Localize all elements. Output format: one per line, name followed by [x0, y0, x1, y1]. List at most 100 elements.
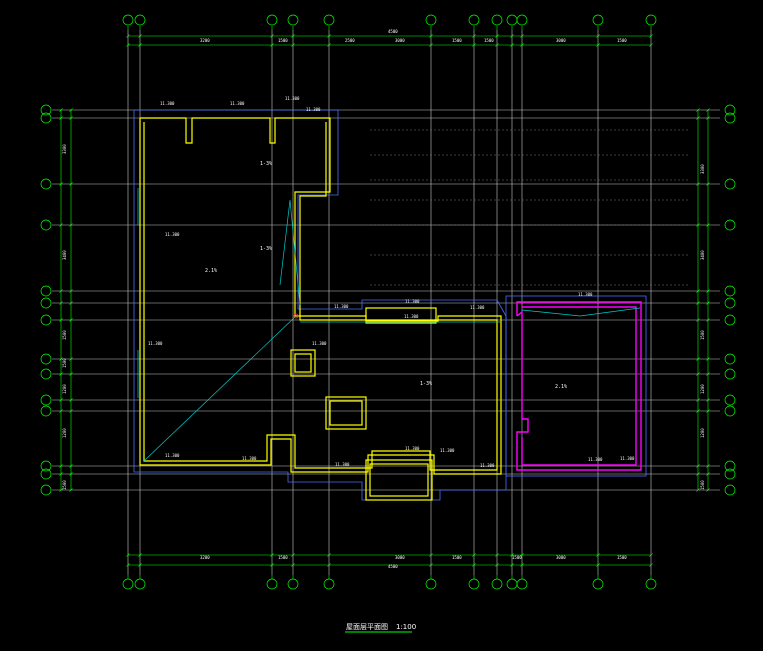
dimension-tick: [495, 563, 499, 567]
top-dim: 1500: [617, 38, 627, 43]
elevation-tag: 11.300: [588, 457, 603, 462]
dimension-tick: [696, 398, 700, 402]
elevation-tag: 11.300: [312, 341, 327, 346]
dimension-tick: [706, 108, 710, 112]
axis-bubble: [40, 219, 52, 231]
dimension-tick: [696, 409, 700, 413]
dimension-tick: [59, 398, 63, 402]
axis-bubble: [287, 14, 299, 26]
dimension-tick: [596, 563, 600, 567]
axis-bubble: [323, 578, 335, 590]
axis-bubble: [724, 112, 736, 124]
right-dimension-labels: 3300 3400 1500 1200 1200 1500: [700, 164, 705, 490]
dimension-tick: [706, 318, 710, 322]
dimension-tick: [69, 301, 73, 305]
dimension-tick: [706, 464, 710, 468]
bottom-dim: 3000: [556, 555, 566, 560]
axis-bubble: [40, 297, 52, 309]
dimension-tick: [291, 43, 295, 47]
dimension-tick: [126, 553, 130, 557]
dimension-tick: [69, 472, 73, 476]
dimension-tick: [59, 464, 63, 468]
axis-bubble: [724, 368, 736, 380]
axis-bubble: [491, 578, 503, 590]
overall-dimension-top: 4500: [388, 29, 398, 34]
top-dimension-labels: 3200 1500 2500 3000 1500 1500 3000 1500: [200, 38, 627, 43]
dimension-tick: [510, 34, 514, 38]
dimension-tick: [59, 472, 63, 476]
left-dimension-labels: 3300 3400 1500 1500 1200 1200 1500: [62, 144, 67, 490]
bottom-dim: 1500: [617, 555, 627, 560]
dimension-tick: [510, 43, 514, 47]
elevation-tag: 11.300: [470, 305, 485, 310]
axis-bubble: [468, 14, 480, 26]
axis-bubbles: [40, 14, 736, 590]
axis-bubble: [40, 112, 52, 124]
axis-bubble: [40, 353, 52, 365]
dimension-tick: [510, 553, 514, 557]
elevation-tag: 11.300: [242, 456, 257, 461]
dimension-tick: [291, 553, 295, 557]
dimension-tick: [472, 43, 476, 47]
bottom-dim: 1500: [452, 555, 462, 560]
dimension-tick: [706, 301, 710, 305]
left-dim: 1500: [62, 358, 67, 368]
dimension-tick: [59, 488, 63, 492]
dimension-tick: [69, 409, 73, 413]
right-dim: 1500: [700, 480, 705, 490]
left-dim: 1500: [62, 480, 67, 490]
axis-bubble: [724, 394, 736, 406]
dimension-tick: [706, 488, 710, 492]
dimension-tick: [649, 43, 653, 47]
room-label: 1-3%: [260, 161, 272, 167]
dimension-tick: [429, 34, 433, 38]
top-dim: 2500: [345, 38, 355, 43]
dimension-tick: [59, 372, 63, 376]
bottom-dim: 1500: [278, 555, 288, 560]
axis-bubble: [40, 405, 52, 417]
dimension-tick: [429, 563, 433, 567]
axis-bubble: [468, 578, 480, 590]
left-dim: 1200: [62, 384, 67, 394]
dimension-tick: [596, 34, 600, 38]
axis-bubble: [645, 14, 657, 26]
building-outline: [133, 109, 647, 501]
dimension-tick: [327, 43, 331, 47]
dimension-tick: [706, 372, 710, 376]
dimension-tick: [291, 563, 295, 567]
right-roof-outline: [516, 301, 642, 471]
top-dim: 1500: [484, 38, 494, 43]
dimension-tick: [706, 289, 710, 293]
dimension-tick: [69, 464, 73, 468]
elevation-tag: 11.300: [165, 453, 180, 458]
axis-bubble: [516, 578, 528, 590]
right-dim: 3300: [700, 164, 705, 174]
dimension-tick: [696, 372, 700, 376]
elevation-tag: 11.300: [148, 341, 163, 346]
dimension-tick: [270, 34, 274, 38]
dimension-tick: [59, 108, 63, 112]
elevation-tag: 11.300: [440, 448, 455, 453]
dimension-tick: [69, 398, 73, 402]
dimension-tick: [138, 563, 142, 567]
dimension-tick: [696, 289, 700, 293]
axis-bubble: [323, 14, 335, 26]
room-label: 2.1%: [555, 384, 567, 390]
elevation-tag: 11.300: [404, 314, 419, 319]
drainage-slope-lines: [137, 188, 641, 462]
elevation-tag: 11.300: [334, 304, 349, 309]
dimension-tick: [126, 43, 130, 47]
dimension-tick: [59, 318, 63, 322]
dimension-tick: [472, 563, 476, 567]
dimension-tick: [706, 182, 710, 186]
axis-lines: [52, 30, 720, 575]
elevation-tag: 11.300: [306, 107, 321, 112]
elevation-tag: 11.300: [160, 101, 175, 106]
dimension-tick: [696, 488, 700, 492]
room-label: 2.1%: [205, 268, 217, 274]
axis-bubble: [40, 468, 52, 480]
dimension-tick: [138, 34, 142, 38]
axis-bubble: [724, 285, 736, 297]
